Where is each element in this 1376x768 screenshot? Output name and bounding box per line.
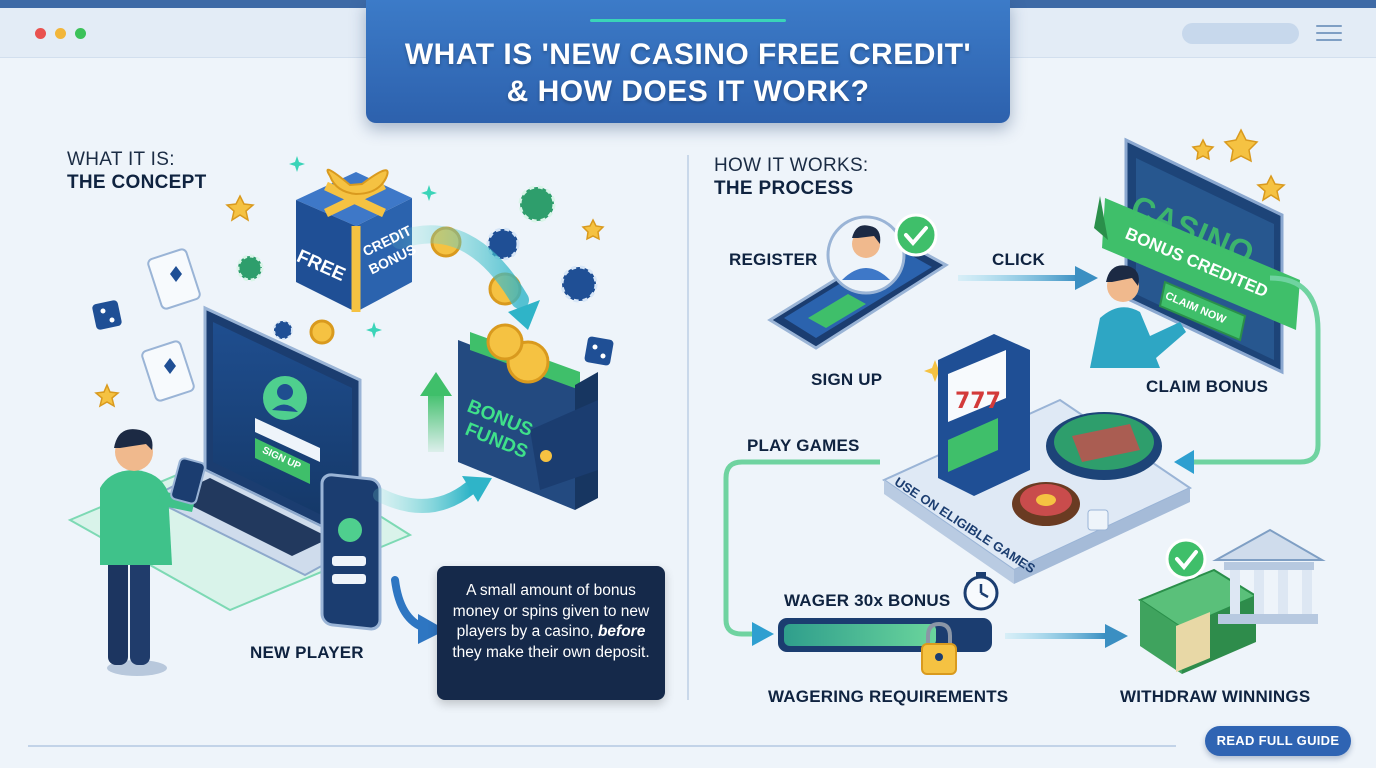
step-click-label: CLICK [992, 250, 1045, 269]
bank-icon [1212, 528, 1326, 624]
slot-machine-icon: 777 [938, 334, 1030, 496]
gift-box-icon [296, 168, 412, 312]
stopwatch-icon [963, 572, 999, 611]
description-text-2: they make their own deposit. [452, 643, 650, 661]
address-bar[interactable] [1182, 23, 1299, 44]
claiming-person-icon [1090, 265, 1186, 368]
section-divider [687, 155, 689, 700]
concept-heading-a: WHAT IT IS: [67, 149, 175, 170]
click-arrow [958, 266, 1098, 290]
read-full-guide-button[interactable]: READ FULL GUIDE [1205, 726, 1351, 756]
step-signup-label: SIGN UP [811, 370, 883, 389]
menu-icon[interactable] [1316, 25, 1342, 43]
wagering-requirements-label: WAGERING REQUIREMENTS [768, 687, 1009, 706]
title-banner: WHAT IS 'NEW CASINO FREE CREDIT' & HOW D… [366, 0, 1010, 123]
banner-accent-line [590, 19, 786, 22]
concept-heading-b: THE CONCEPT [67, 172, 207, 193]
window-minimize-dot[interactable] [55, 28, 66, 39]
roulette-icon [1012, 412, 1162, 531]
svg-text:777: 777 [955, 389, 1001, 414]
playing-card-icon [141, 248, 201, 402]
casino-chip-icon [236, 185, 598, 345]
page-title-line-1: WHAT IS 'NEW CASINO FREE CREDIT' [404, 38, 972, 71]
process-heading-b: THE PROCESS [714, 178, 854, 199]
description-emphasis: before [597, 623, 646, 640]
window-close-dot[interactable] [35, 28, 46, 39]
step-register-label: REGISTER [729, 250, 818, 269]
window-maximize-dot[interactable] [75, 28, 86, 39]
dice-icon [92, 300, 614, 366]
wallet-icon [458, 323, 598, 510]
step-claim-label: CLAIM BONUS [1146, 377, 1269, 396]
bottom-divider [28, 745, 1176, 747]
checkmark-icon [1165, 538, 1207, 580]
register-phone-icon [767, 213, 949, 350]
process-heading-a: HOW IT WORKS: [714, 155, 869, 176]
player-icon [100, 429, 206, 676]
sparkle-icon [289, 156, 946, 382]
new-player-label: NEW PLAYER [250, 643, 364, 662]
lock-icon [921, 621, 957, 675]
step-play-label: PLAY GAMES [747, 436, 860, 455]
page-title-line-2: & HOW DOES IT WORK? [506, 75, 870, 108]
wager-label: WAGER 30x BONUS [784, 591, 951, 610]
phone-icon [320, 473, 382, 631]
flow-line [723, 275, 1321, 648]
wager-progress-bar [778, 618, 992, 652]
description-text-1: A small amount of bonus money or spins g… [452, 582, 650, 640]
withdraw-label: WITHDRAW WINNINGS [1120, 687, 1311, 706]
page-title: WHAT IS 'NEW CASINO FREE CREDIT' & HOW D… [366, 36, 1010, 110]
concept-description: A small amount of bonus money or spins g… [437, 566, 665, 700]
star-icon [94, 128, 1286, 408]
casino-screen-icon [1094, 137, 1300, 375]
arrow-icon [373, 225, 540, 644]
